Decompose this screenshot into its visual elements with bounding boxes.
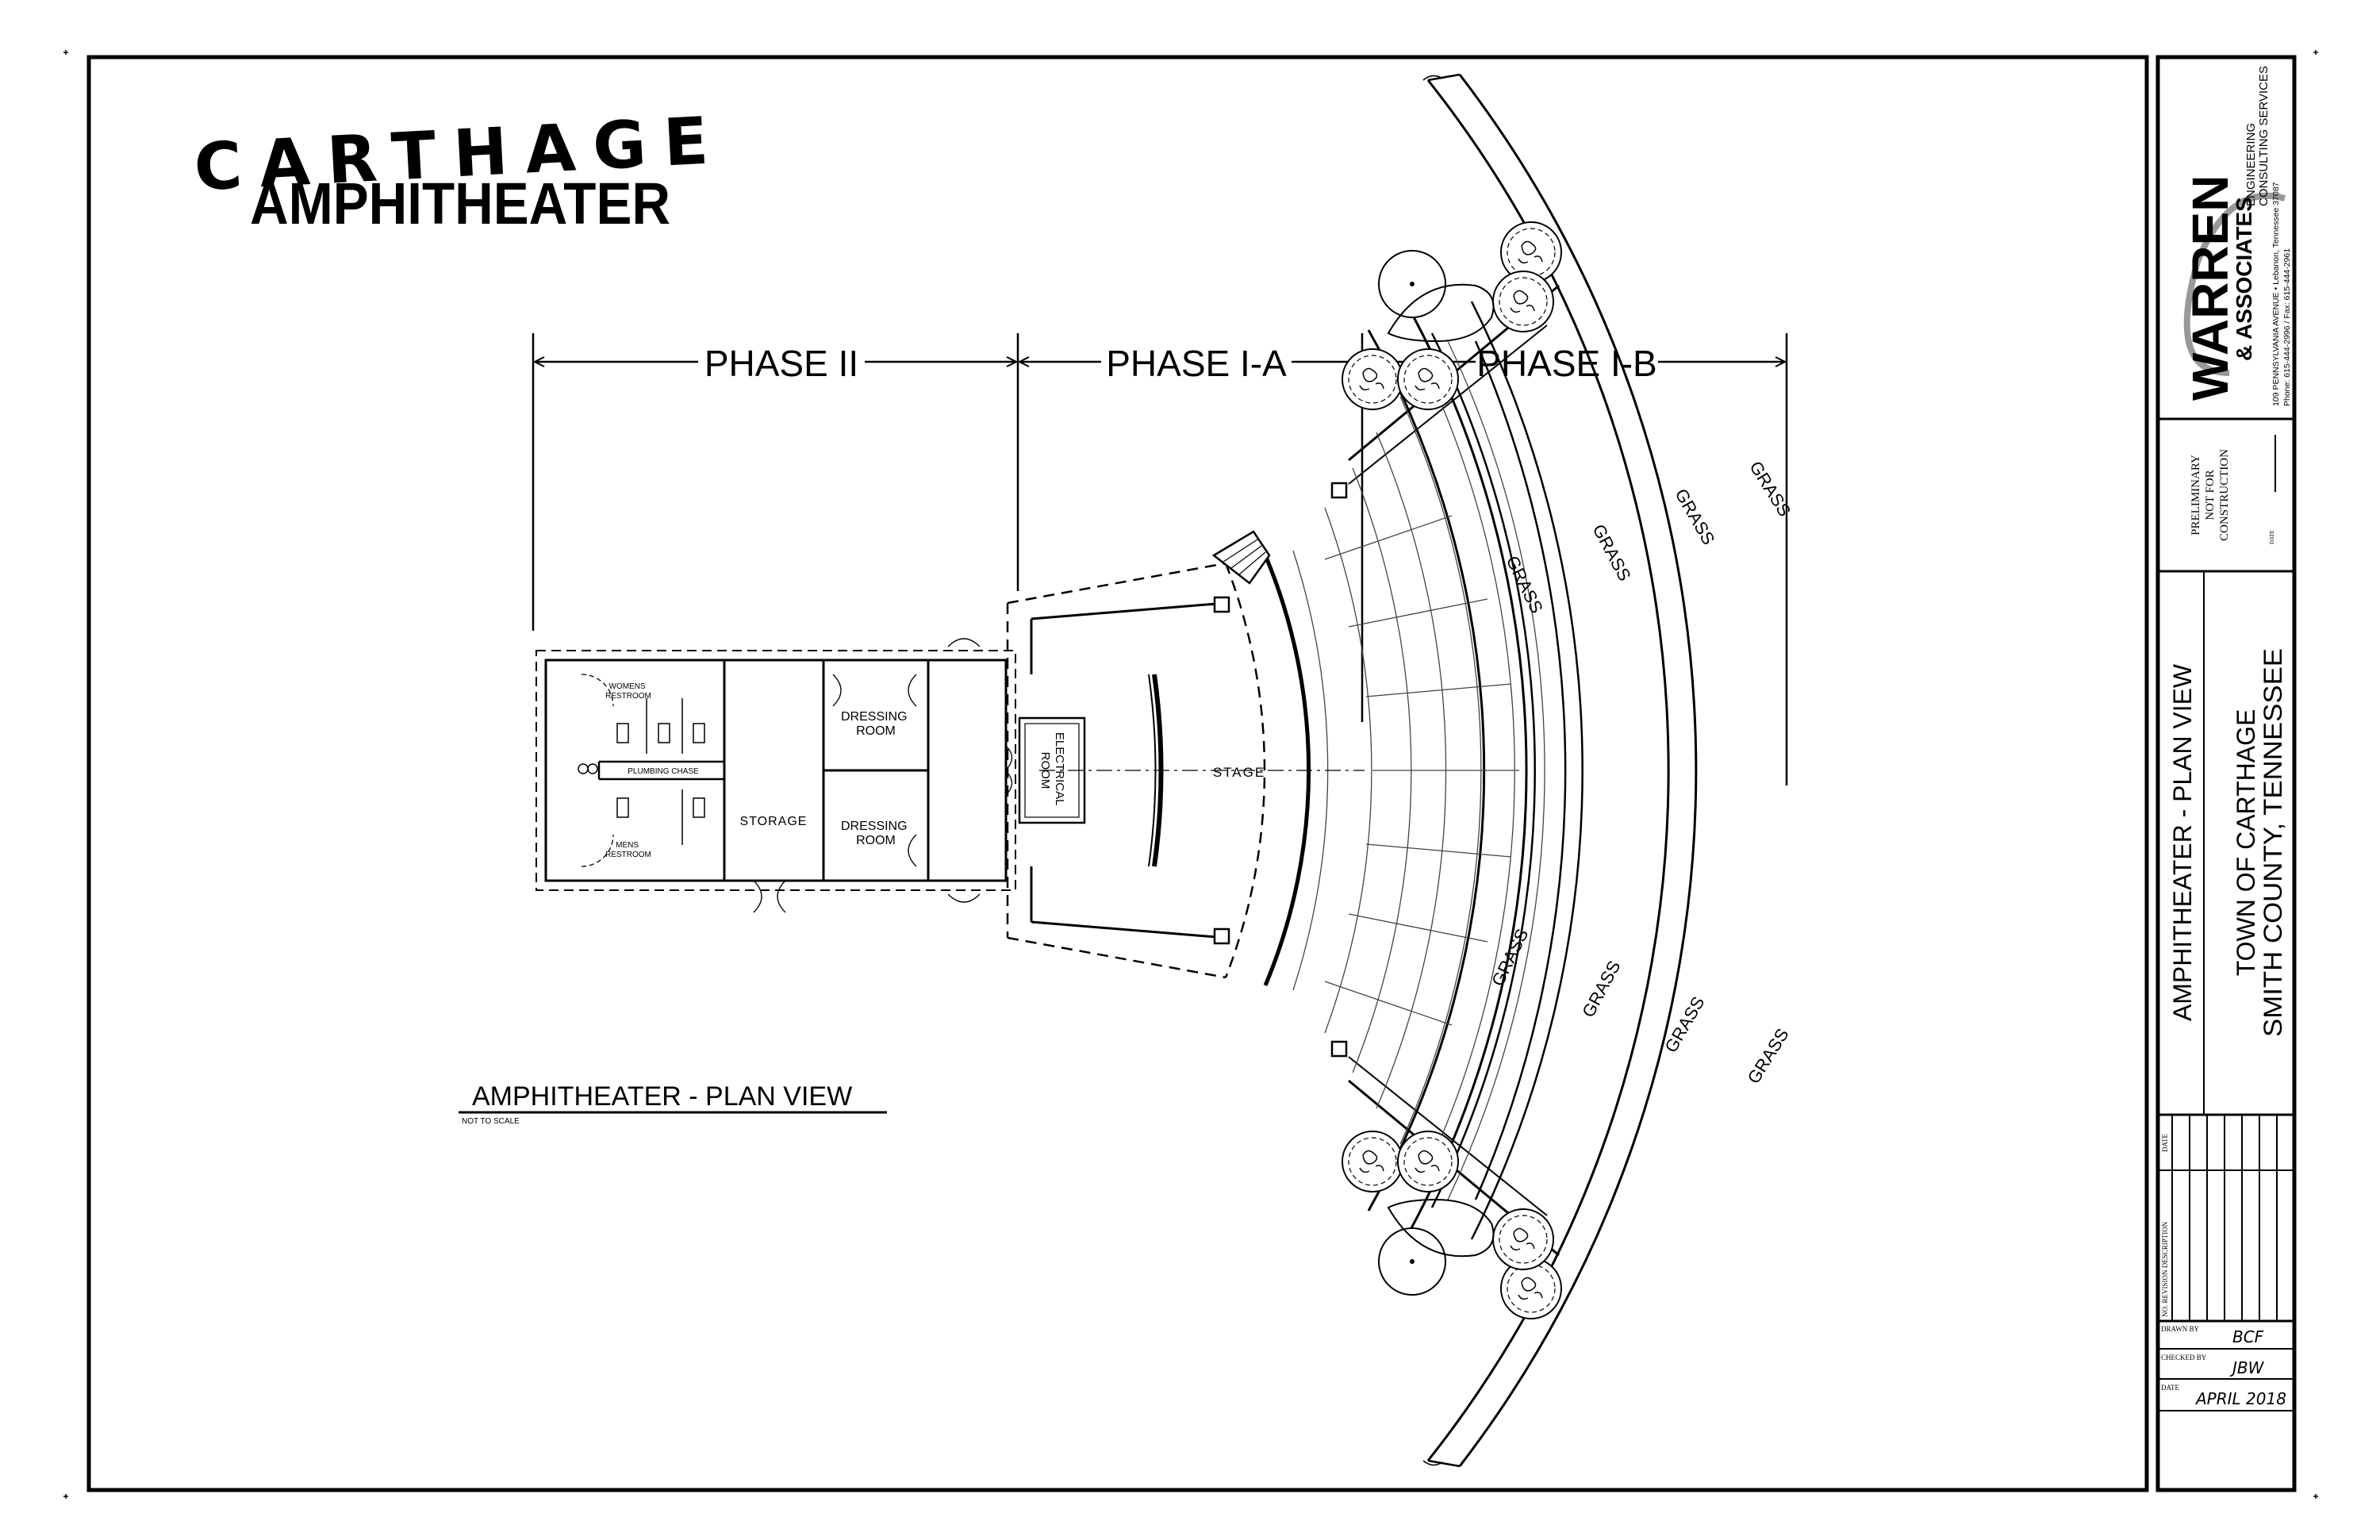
grass-labels: GRASS GRASS GRASS GRASS GRASS GRASS GRAS…: [1488, 458, 1795, 1088]
plumbing-chase-label: PLUMBING CHASE: [628, 767, 699, 776]
firm-services-2: CONSULTING SERVICES: [2257, 66, 2271, 206]
firm-address: 109 PENNSYLVANIA AVENUE • Lebanon, Tenne…: [2271, 182, 2281, 406]
firm-services-1: ENGINEERING: [2244, 123, 2258, 206]
title-block-border: [2155, 55, 2297, 1492]
status-line-2: NOT FOR: [2204, 470, 2217, 520]
status-line-3: CONSTRUCTION: [2218, 449, 2231, 541]
firm-name: WARREN: [2182, 175, 2239, 401]
grass-label: GRASS: [1589, 521, 1635, 585]
revision-grid: [2158, 1115, 2294, 1321]
drawn-by-value: BCF: [2232, 1327, 2264, 1346]
checked-by-value: JBW: [2229, 1358, 2265, 1377]
firm-name-2: & ASSOCIATES: [2232, 197, 2256, 361]
grass-label: GRASS: [1488, 926, 1532, 989]
view-caption: AMPHITHEATER - PLAN VIEW: [472, 1081, 852, 1112]
revision-description-header: NO. REVISION DESCRIPTION: [2161, 1221, 2169, 1317]
status-line-1: PRELIMINARY: [2190, 455, 2202, 536]
sheet-date-label: DATE: [2161, 1384, 2179, 1392]
phase-1b-label: PHASE I-B: [1476, 343, 1657, 384]
womens-restroom-label: WOMENS RESTROOM: [605, 682, 651, 701]
checked-by-label: CHECKED BY: [2161, 1354, 2207, 1361]
grass-label: GRASS: [1578, 958, 1624, 1021]
landscaping: [1342, 221, 1562, 1319]
restroom-building: [536, 638, 1016, 913]
stage: [1006, 530, 1365, 986]
status-date-label: DATE: [2269, 530, 2275, 544]
mens-restroom-label: MENS RESTROOM: [605, 841, 651, 859]
phase-1a-label: PHASE I-A: [1106, 343, 1287, 384]
client-location: SMITH COUNTY, TENNESSEE: [2259, 648, 2287, 1037]
client-name: TOWN OF CARTHAGE: [2232, 709, 2260, 977]
title-line-2: AMPHITHEATER: [250, 171, 670, 236]
revision-date-header: DATE: [2161, 1134, 2169, 1152]
drawn-by-label: DRAWN BY: [2161, 1325, 2200, 1333]
drawing-title: AMPHITHEATER - PLAN VIEW: [2168, 663, 2197, 1021]
project-title: CARTHAGE AMPHITHEATER: [192, 103, 727, 236]
dressing-room-1-label: DRESSING ROOM: [841, 710, 911, 738]
phase-2-label: PHASE II: [704, 343, 858, 384]
dressing-room-2-label: DRESSING ROOM: [841, 820, 911, 847]
grass-label: GRASS: [1744, 1025, 1793, 1088]
stage-label: STAGE: [1213, 765, 1265, 780]
phase-dimensions: [532, 333, 1788, 785]
electrical-room: [1005, 716, 1086, 824]
title-block: [2158, 417, 2294, 1411]
drawing-border: [86, 55, 2149, 1492]
storage-label: STORAGE: [740, 815, 808, 828]
scale-note: NOT TO SCALE: [462, 1117, 520, 1126]
grass-label: GRASS: [1671, 486, 1718, 548]
electrical-room-label: ELECTRICAL ROOM: [1038, 732, 1066, 808]
status-stamp: PRELIMINARY NOT FOR CONSTRUCTION DATE: [2190, 449, 2275, 544]
firm-logo: WARREN & ASSOCIATES ENGINEERING CONSULTI…: [2182, 66, 2292, 406]
firm-contact: Phone: 615-444-2996 / Fax: 615-444-2961: [2282, 248, 2292, 406]
sheet-date-value: APRIL 2018: [2194, 1389, 2286, 1408]
